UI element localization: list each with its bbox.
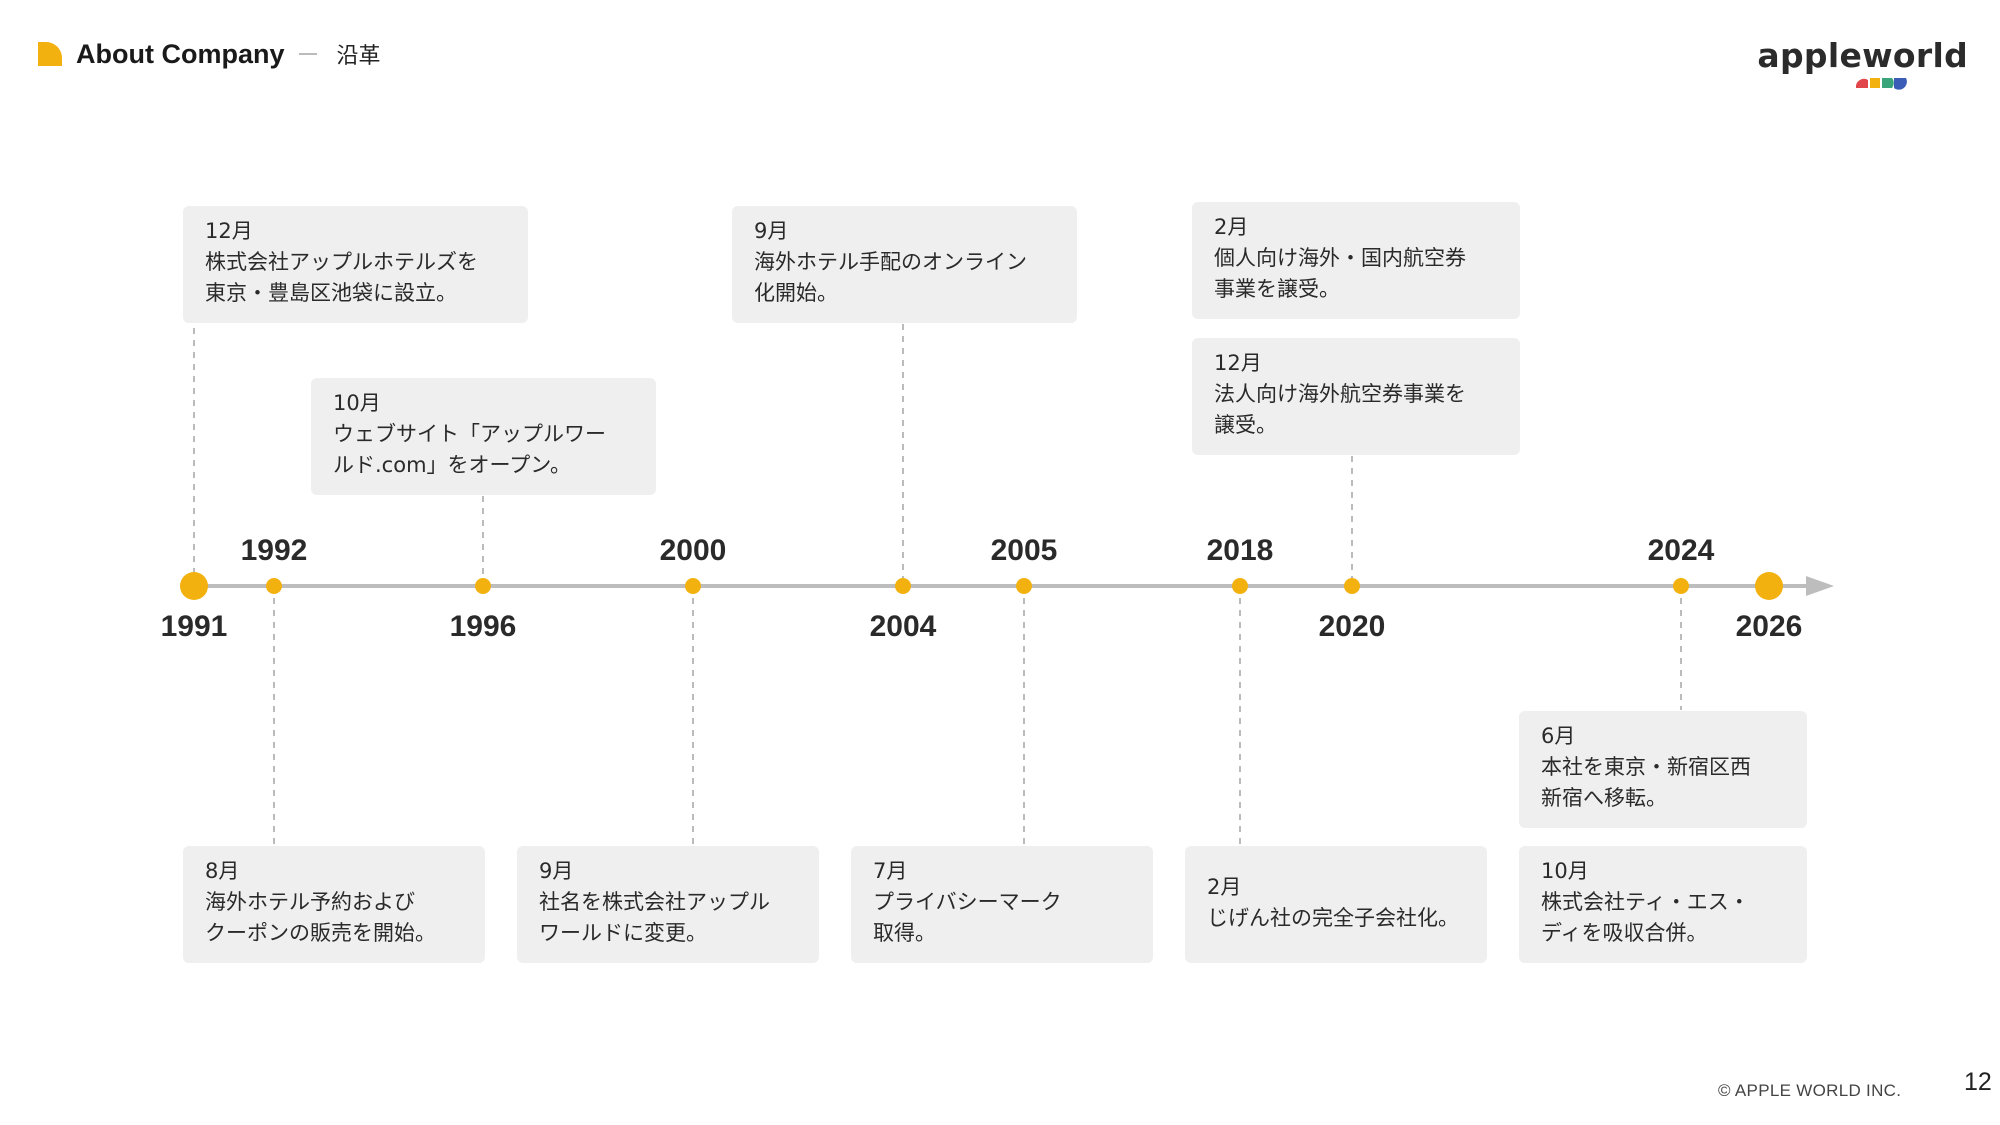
year-label: 1991 xyxy=(161,610,228,643)
year-label: 2018 xyxy=(1207,534,1274,567)
quarter-circle-icon xyxy=(38,42,62,66)
event-card-2018-bottom: 2月 じげん社の完全子会社化。 xyxy=(1185,846,1487,963)
year-label: 1992 xyxy=(241,534,308,567)
event-month: 12月 xyxy=(1214,351,1262,375)
event-card-2000: 9月 社名を株式会社アップル ワールドに変更。 xyxy=(517,846,819,963)
year-label: 1996 xyxy=(450,610,517,643)
section-title: 沿革 xyxy=(336,44,381,69)
timeline-arrow-icon xyxy=(1806,576,1834,596)
event-text: 法人向け海外航空券事業を 譲受。 xyxy=(1214,382,1466,437)
event-card-1996: 10月 ウェブサイト「アップルワー ルド.com」をオープン。 xyxy=(311,378,656,495)
event-month: 10月 xyxy=(333,391,381,415)
company-logo: appleworld xyxy=(1757,36,1968,92)
event-card-2024-b: 10月 株式会社ティ・エス・ ディを吸収合併。 xyxy=(1519,846,1807,963)
event-month: 2月 xyxy=(1207,875,1242,899)
year-marker xyxy=(1344,578,1360,594)
year-label: 2004 xyxy=(870,610,937,643)
event-month: 10月 xyxy=(1541,859,1589,883)
event-month: 7月 xyxy=(873,859,908,883)
year-label: 2026 xyxy=(1736,610,1803,643)
event-text: ウェブサイト「アップルワー ルド.com」をオープン。 xyxy=(333,422,606,477)
event-text: 本社を東京・新宿区西 新宿へ移転。 xyxy=(1541,755,1751,810)
page-number: 12 xyxy=(1964,1068,1992,1096)
logo-wordmark: appleworld xyxy=(1757,36,1968,75)
year-marker xyxy=(266,578,282,594)
event-text: 株式会社アップルホテルズを 東京・豊島区池袋に設立。 xyxy=(205,250,478,305)
event-card-2018: 2月 個人向け海外・国内航空券 事業を譲受。 xyxy=(1192,202,1520,319)
year-marker xyxy=(1673,578,1689,594)
year-label: 2000 xyxy=(660,534,727,567)
year-label: 2005 xyxy=(991,534,1058,567)
event-text: 海外ホテル手配のオンライン 化開始。 xyxy=(754,250,1027,305)
year-marker xyxy=(475,578,491,594)
year-marker xyxy=(180,572,208,600)
header-divider xyxy=(298,53,317,55)
event-month: 6月 xyxy=(1541,724,1576,748)
event-card-2024-a: 6月 本社を東京・新宿区西 新宿へ移転。 xyxy=(1519,711,1807,828)
logo-arcs-icon xyxy=(1855,78,1907,90)
event-month: 9月 xyxy=(754,219,789,243)
year-label: 2020 xyxy=(1319,610,1386,643)
page-title: About Company xyxy=(76,38,285,69)
year-marker xyxy=(685,578,701,594)
year-marker xyxy=(1232,578,1248,594)
event-card-2004: 9月 海外ホテル手配のオンライン 化開始。 xyxy=(732,206,1077,323)
year-marker xyxy=(1755,572,1783,600)
year-marker xyxy=(895,578,911,594)
event-card-1992: 8月 海外ホテル予約および クーポンの販売を開始。 xyxy=(183,846,485,963)
year-marker xyxy=(1016,578,1032,594)
event-text: 株式会社ティ・エス・ ディを吸収合併。 xyxy=(1541,890,1750,945)
event-text: プライバシーマーク 取得。 xyxy=(873,890,1062,945)
copyright: © APPLE WORLD INC. xyxy=(1718,1081,1902,1100)
slide-header: About Company 沿革 xyxy=(38,34,381,74)
event-card-2020: 12月 法人向け海外航空券事業を 譲受。 xyxy=(1192,338,1520,455)
event-card-2005: 7月 プライバシーマーク 取得。 xyxy=(851,846,1153,963)
year-label: 2024 xyxy=(1648,534,1715,567)
event-card-1991: 12月 株式会社アップルホテルズを 東京・豊島区池袋に設立。 xyxy=(183,206,528,323)
event-text: 社名を株式会社アップル ワールドに変更。 xyxy=(539,890,770,945)
event-month: 12月 xyxy=(205,219,253,243)
event-month: 8月 xyxy=(205,859,240,883)
event-text: じげん社の完全子会社化。 xyxy=(1207,906,1459,930)
event-text: 海外ホテル予約および クーポンの販売を開始。 xyxy=(205,890,436,945)
event-month: 9月 xyxy=(539,859,574,883)
event-month: 2月 xyxy=(1214,215,1249,239)
event-text: 個人向け海外・国内航空券 事業を譲受。 xyxy=(1214,246,1466,301)
